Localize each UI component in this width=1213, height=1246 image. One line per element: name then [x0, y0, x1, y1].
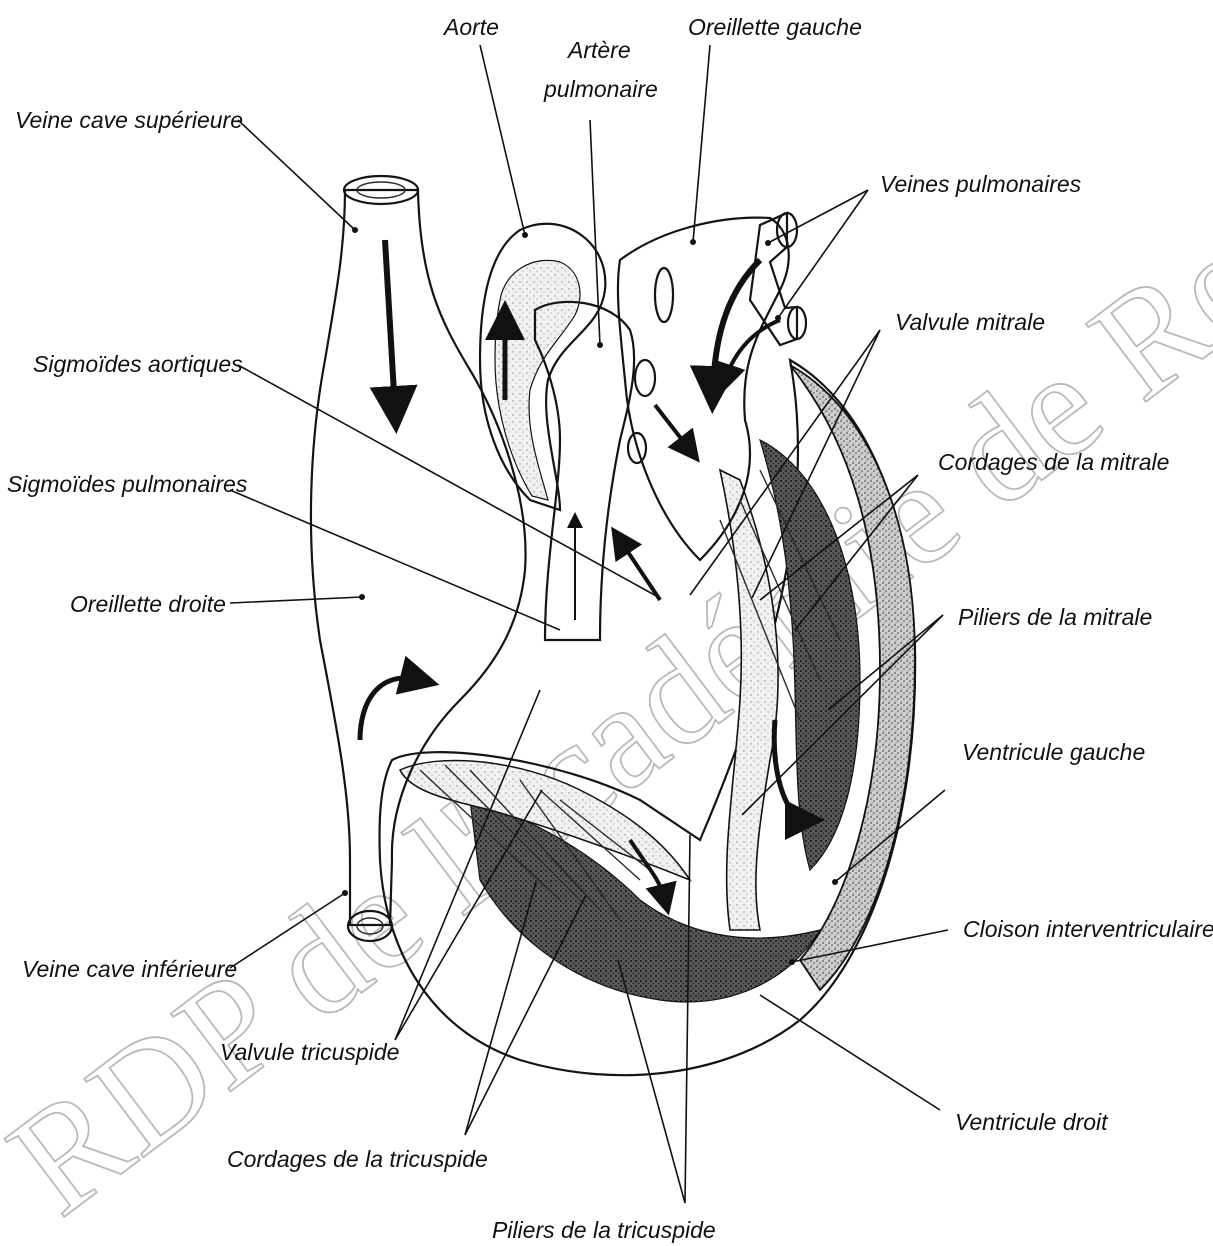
- label-oreillette-gauche: Oreillette gauche: [688, 14, 862, 40]
- leader-dot: [522, 232, 528, 238]
- left-atrium: [618, 218, 789, 560]
- leader-dot: [359, 594, 365, 600]
- aorta-inner: [495, 260, 580, 500]
- arrow-ra-to-rv: [360, 678, 420, 740]
- leader-veine-cave-superieure: [238, 120, 355, 230]
- leader-sigmoides-pulmonaires: [230, 490, 560, 630]
- label-valvule-tricuspide: Valvule tricuspide: [220, 1039, 399, 1065]
- label-oreillette-droite: Oreillette droite: [70, 591, 226, 617]
- leader-oreillette-gauche: [693, 45, 710, 242]
- pulmonary-branch-ring-1: [655, 268, 673, 322]
- label-cloison-interventriculaire: Cloison interventriculaire: [963, 916, 1213, 942]
- leader-dot: [352, 227, 358, 233]
- leader-dot: [775, 315, 781, 321]
- label-cordages-mitrale: Cordages de la mitrale: [938, 449, 1169, 475]
- leader-artere-pulmonaire: [590, 120, 600, 345]
- leader-ventricule-droit: [760, 995, 940, 1110]
- label-piliers-tricuspide: Piliers de la tricuspide: [492, 1217, 716, 1243]
- leader-aorte: [480, 45, 525, 235]
- label-ventricule-droit: Ventricule droit: [955, 1109, 1109, 1135]
- leader-veines-pulmonaires-2: [778, 190, 868, 318]
- leader-dot: [789, 959, 795, 965]
- pulmonary-veins-stem: [750, 213, 797, 345]
- label-artere-pulmonaire-1: Artère: [566, 37, 631, 63]
- label-cordages-tricuspide: Cordages de la tricuspide: [227, 1146, 488, 1172]
- label-sigmoides-aortiques: Sigmoïdes aortiques: [33, 351, 243, 377]
- label-veine-cave-inferieure: Veine cave inférieure: [22, 956, 237, 982]
- arrow-lv-to-aorta: [620, 540, 660, 600]
- leader-dot: [597, 342, 603, 348]
- label-piliers-mitrale: Piliers de la mitrale: [958, 604, 1152, 630]
- leader-veines-pulmonaires-1: [768, 190, 868, 243]
- label-ventricule-gauche: Ventricule gauche: [962, 739, 1145, 765]
- pulmonary-artery: [535, 302, 634, 640]
- arrow-la-to-lv: [655, 405, 690, 450]
- label-artere-pulmonaire-2: pulmonaire: [543, 76, 658, 102]
- leader-dot: [690, 239, 696, 245]
- label-aorte: Aorte: [442, 14, 499, 40]
- label-veines-pulmonaires: Veines pulmonaires: [880, 171, 1082, 197]
- watermark-text: RDP de l'académie de Rennes: [0, 33, 1213, 1246]
- pulmonary-branch-ring-2: [635, 360, 655, 396]
- label-sigmoides-pulmonaires: Sigmoïdes pulmonaires: [7, 471, 248, 497]
- leader-dot: [342, 890, 348, 896]
- leader-dot: [765, 240, 771, 246]
- watermark: RDP de l'académie de Rennes: [0, 33, 1213, 1246]
- arrow-svc-down: [385, 240, 395, 410]
- leader-oreillette-droite: [230, 597, 362, 603]
- label-veine-cave-superieure: Veine cave supérieure: [15, 107, 243, 133]
- leader-sigmoides-aortiques: [238, 365, 660, 598]
- leader-dot: [832, 879, 838, 885]
- label-valvule-mitrale: Valvule mitrale: [895, 309, 1045, 335]
- leader-piliers-tricuspide-1: [685, 835, 690, 1203]
